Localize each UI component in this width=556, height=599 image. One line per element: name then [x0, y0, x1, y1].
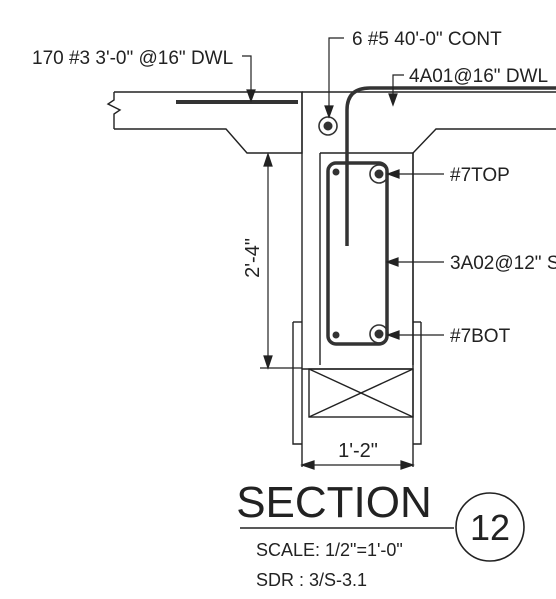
hook-dowel-leader-arrow — [388, 93, 398, 107]
top-bar-callout: #7TOP — [450, 165, 510, 186]
section-title: SECTION — [236, 478, 432, 527]
hook-dowel-leader — [392, 74, 404, 100]
detail-number: 12 — [470, 507, 510, 548]
slab-break-line — [106, 92, 122, 129]
width-dim-arrow-right — [400, 460, 415, 470]
cont-bar-dot — [323, 121, 333, 131]
dowel-leader-arrow — [246, 89, 256, 103]
width-dim-arrow-left — [300, 460, 315, 470]
corner-bar-bl — [332, 331, 340, 339]
leaders — [242, 37, 444, 340]
width-dimension-text: 1'-2" — [338, 440, 378, 462]
title-block-graphics — [240, 492, 525, 562]
beam-stem-outline — [301, 92, 414, 467]
corner-bar-tl — [332, 168, 340, 176]
depth-dim-arrow-top — [263, 152, 273, 167]
stirrup-callout: 3A02@12" S — [450, 253, 556, 274]
bot-bar-circle — [369, 324, 389, 344]
bot-bar-callout: #7BOT — [450, 326, 511, 347]
cont-leader — [328, 37, 344, 112]
dowel-leader — [242, 55, 252, 96]
detail-number-circle — [455, 492, 525, 562]
cont-bars-callout: 6 #5 40'-0" CONT — [352, 29, 502, 50]
hook-dowel-bar — [345, 86, 556, 246]
lower-pier-outline — [292, 322, 422, 445]
bot-bar-dot — [374, 329, 384, 339]
top-bar-leader-arrow — [386, 169, 400, 179]
sheet-reference-text: SDR : 3/S-3.1 — [256, 570, 367, 590]
depth-dimension-text: 2'-4" — [242, 238, 264, 278]
hook-dowel-callout: 4A01@16" DWL — [409, 66, 548, 87]
right-slab-outline — [302, 91, 556, 154]
dimensions — [260, 152, 415, 470]
stirrup — [326, 161, 389, 346]
blockout-x-2 — [308, 368, 414, 418]
cont-leader-arrow — [324, 105, 334, 119]
scale-text: SCALE: 1/2"=1'-0" — [256, 540, 403, 560]
rebar — [176, 86, 556, 346]
depth-dim-arrow-bot — [263, 355, 273, 370]
stirrup-leader-arrow — [385, 257, 399, 267]
cont-bar-circle — [318, 116, 338, 136]
dowel-callout: 170 #3 3'-0" @16" DWL — [32, 48, 233, 69]
concrete-outline — [106, 91, 556, 467]
bot-bar-leader-arrow — [386, 330, 400, 340]
top-bar-dot — [374, 169, 384, 179]
